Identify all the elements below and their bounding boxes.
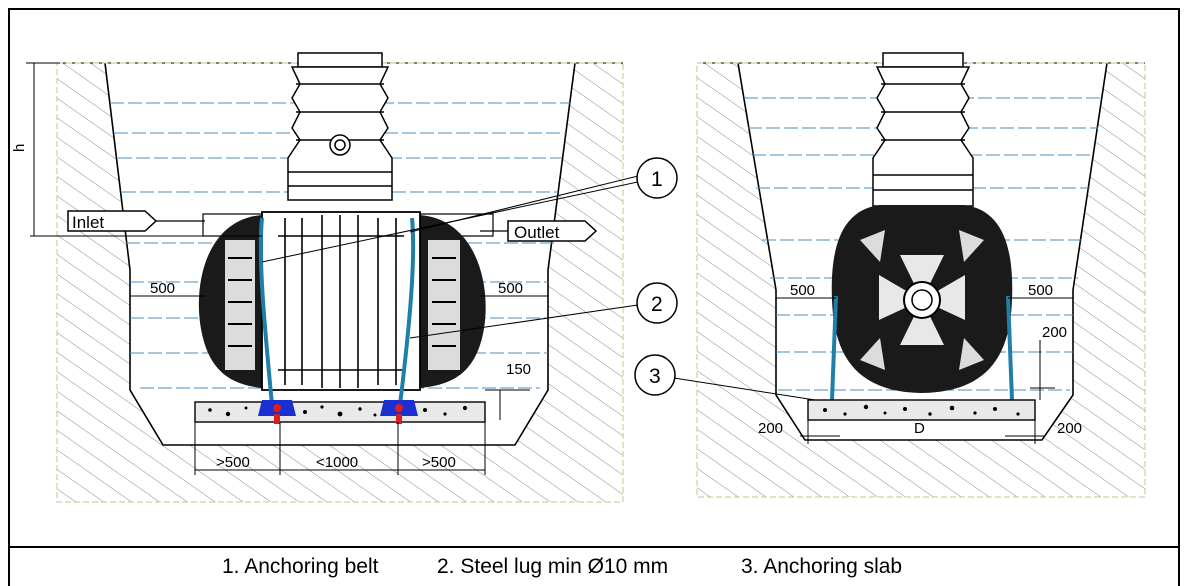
right-view: 500 500 200 200 D 200	[696, 52, 1146, 498]
dim-right-200-right: 200	[1057, 420, 1082, 437]
dim-right-200-top: 200	[1042, 324, 1067, 341]
slab-right	[807, 399, 1036, 421]
dim-bottom-mid: <1000	[316, 454, 358, 471]
outlet-tag: Outlet	[480, 220, 598, 242]
outer-border	[8, 8, 1180, 586]
dim-bottom-left: >500	[216, 454, 250, 471]
svg-text:Outlet: Outlet	[514, 223, 560, 242]
legend-item-3: 3. Anchoring slab	[741, 555, 902, 578]
svg-text:2: 2	[651, 293, 663, 316]
belt-left-1	[258, 217, 274, 406]
left-view: Inlet Outlet h	[11, 52, 624, 503]
belt-left-2	[398, 217, 416, 406]
dim-left-500-b: 500	[498, 280, 523, 297]
dim-left-500-a: 500	[150, 280, 175, 297]
lug-left-1	[258, 400, 296, 424]
lug-left-2	[380, 400, 418, 424]
legend-item-2: 2. Steel lug min Ø10 mm	[437, 555, 668, 578]
dim-right-200-left: 200	[758, 420, 783, 437]
callout-3: 3	[634, 354, 816, 401]
legend: 1. Anchoring belt 2. Steel lug min Ø10 m…	[222, 555, 902, 578]
soil-right-left	[697, 63, 805, 440]
callout-2: 2	[409, 282, 678, 339]
legend-item-1: 1. Anchoring belt	[222, 555, 379, 578]
slab-left	[194, 400, 486, 424]
belt-right-1	[830, 295, 838, 401]
svg-text:Inlet: Inlet	[72, 213, 104, 232]
inlet-tag: Inlet	[30, 210, 262, 237]
excavation-left	[104, 62, 576, 446]
dim-right-500-b: 500	[1028, 282, 1053, 299]
svg-text:1: 1	[651, 168, 663, 191]
svg-text:3: 3	[649, 365, 661, 388]
dim-left-150: 150	[506, 361, 531, 378]
riser-left	[287, 52, 393, 201]
dim-right-500-a: 500	[790, 282, 815, 299]
soil-left-left	[57, 63, 163, 445]
belt-right-2	[1006, 295, 1014, 401]
tank-right	[830, 205, 1014, 401]
soil-left-right	[57, 63, 623, 502]
riser-right	[872, 52, 974, 207]
dim-bottom-right: >500	[422, 454, 456, 471]
soil-right-right	[697, 63, 1145, 497]
tank-left	[198, 211, 494, 406]
dim-h-label: h	[11, 144, 28, 152]
dim-right-D: D	[914, 420, 925, 437]
callout-1: 1	[261, 157, 678, 263]
dim-h	[26, 62, 60, 236]
